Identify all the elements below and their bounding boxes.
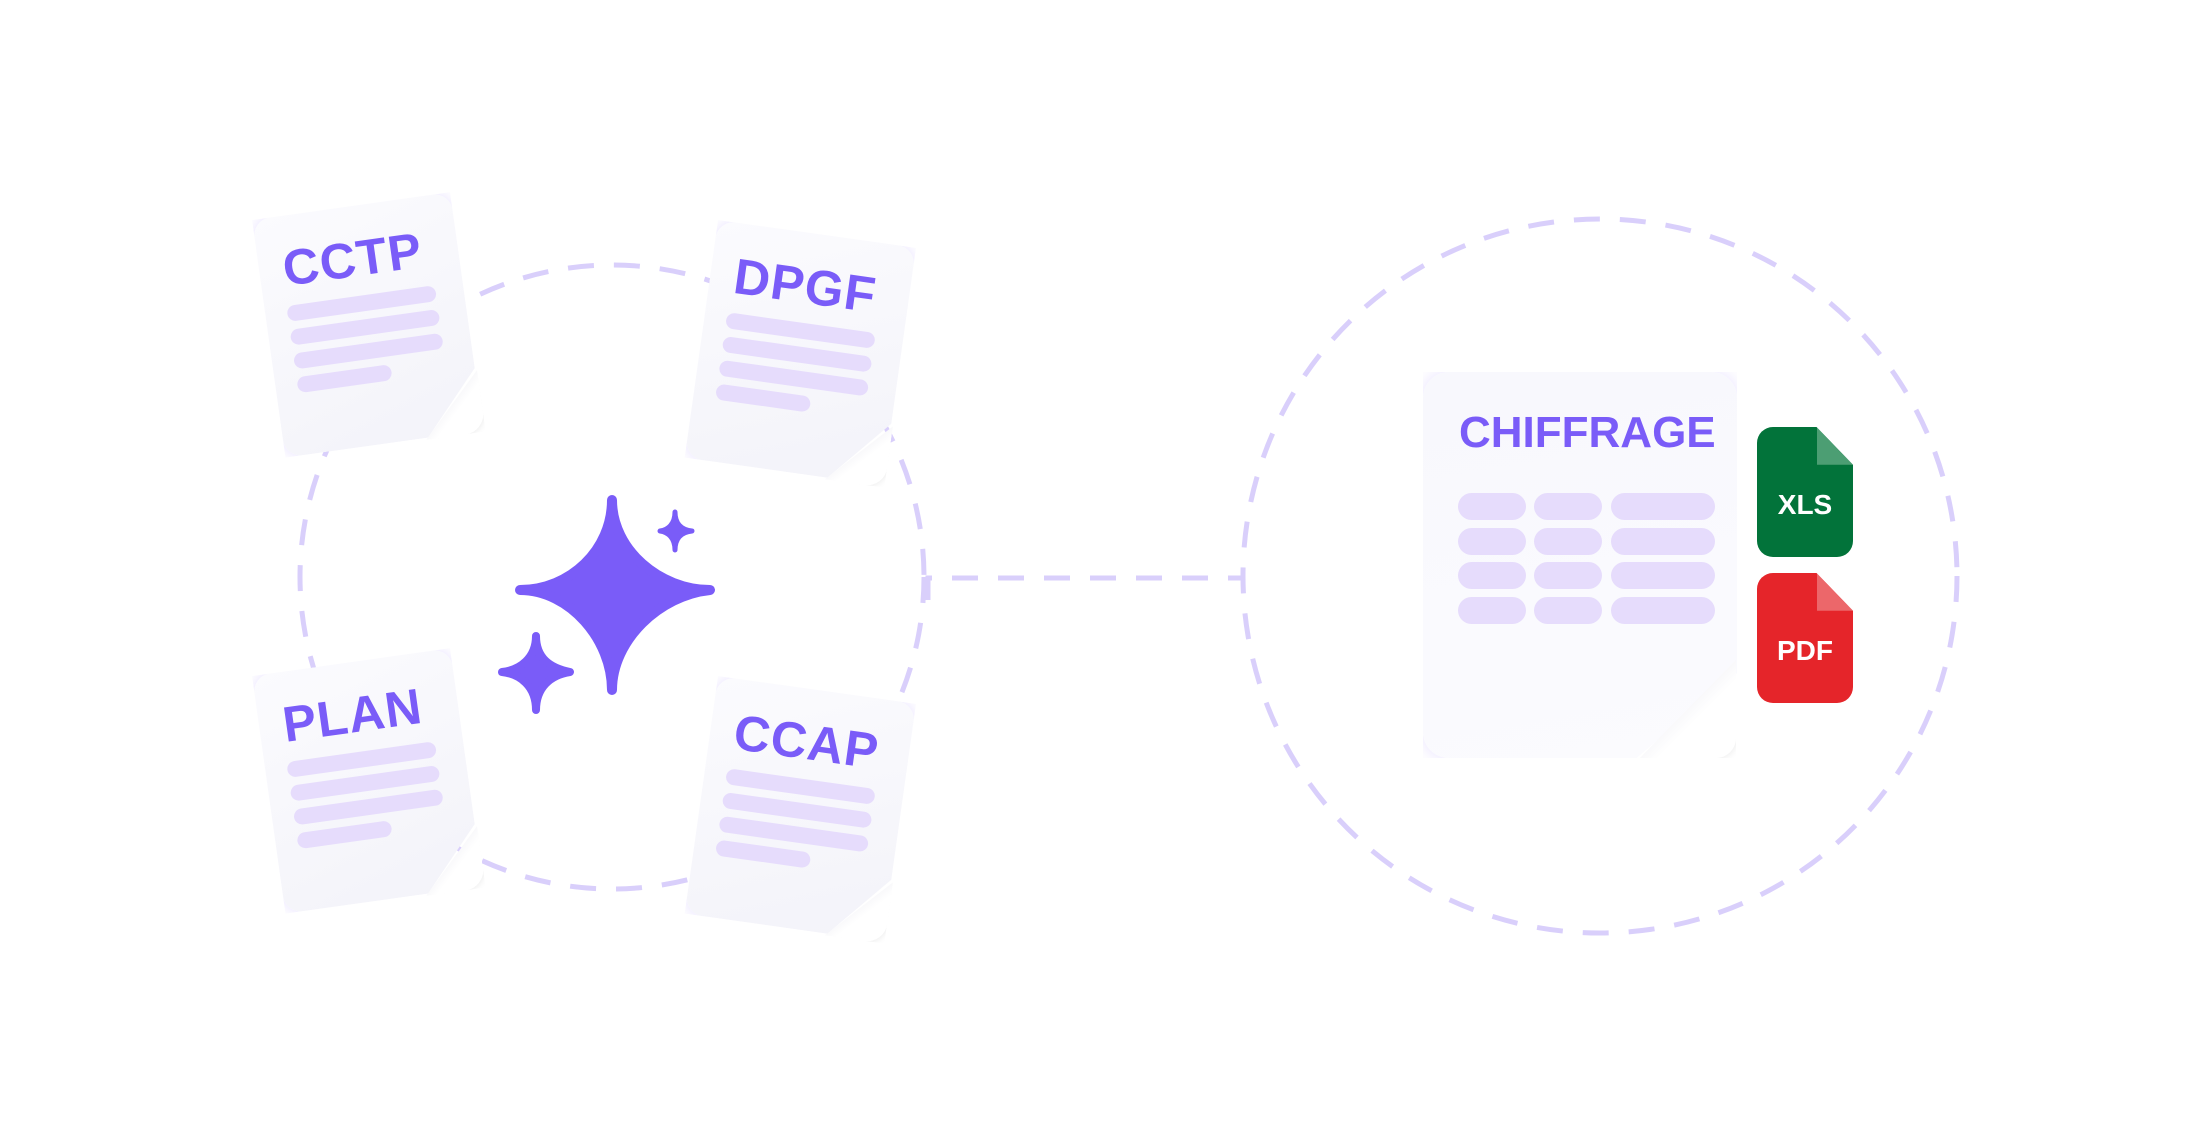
pdf-file-icon: PDF [1757,573,1853,703]
doc-title: DPGF [730,248,880,324]
connector-line [925,575,1245,600]
ai-sparkle-icon [498,495,715,714]
output-title: CHIFFRAGE [1459,408,1716,457]
input-circle [297,262,927,892]
doc-title: CCAP [730,704,883,780]
doc-title: PLAN [279,677,426,753]
doc-title: CCTP [279,221,426,297]
pdf-label: PDF [1777,635,1833,666]
xls-label: XLS [1777,489,1833,520]
output-doc-chiffrage: CHIFFRAGE [1423,372,1737,758]
xls-file-icon: XLS [1757,427,1853,557]
